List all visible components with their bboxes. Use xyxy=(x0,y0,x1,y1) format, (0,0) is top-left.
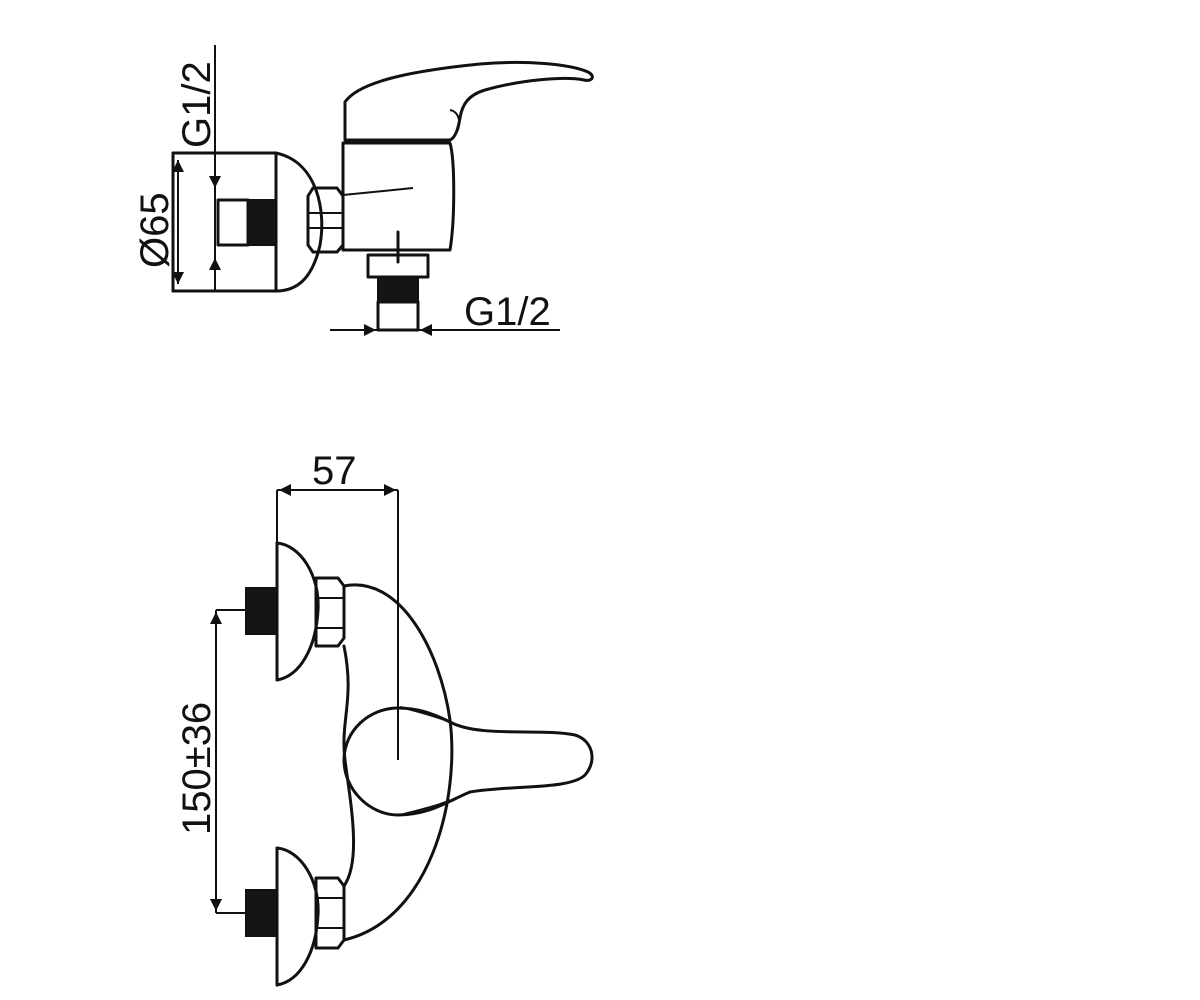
side-inlet-nut xyxy=(247,199,277,246)
front-lever-handle xyxy=(342,706,594,817)
side-outlet-pipe xyxy=(376,300,420,332)
side-inlet-pipe xyxy=(216,198,250,247)
front-lower-inlet-nut xyxy=(245,889,278,937)
side-body-detail-line xyxy=(342,187,414,196)
side-escutcheon-dome xyxy=(274,151,324,293)
front-lower-escutcheon-dome xyxy=(275,846,320,987)
side-lever-handle xyxy=(343,60,594,142)
side-thread-top-label: G1/2 xyxy=(175,61,219,148)
front-lever-detail-top xyxy=(399,706,451,723)
side-view: G1/2 Ø65 G1/2 xyxy=(133,45,594,336)
side-hex-nut xyxy=(306,186,345,254)
front-lower-hex-nut xyxy=(314,876,346,950)
front-center-distance-label: 150±36 xyxy=(175,702,219,835)
front-upper-hex-nut xyxy=(314,576,346,648)
side-outlet-thread xyxy=(377,276,419,303)
front-upper-inlet-nut xyxy=(245,587,278,635)
side-thread-bottom-label: G1/2 xyxy=(464,290,551,334)
front-lever-detail-bottom xyxy=(399,799,451,816)
side-mixer-body xyxy=(341,141,456,252)
front-view: 57 150±36 xyxy=(175,449,594,987)
side-diameter-label: Ø65 xyxy=(133,192,177,268)
front-width-label: 57 xyxy=(312,449,357,493)
front-upper-escutcheon-dome xyxy=(275,541,320,682)
side-lever-cap xyxy=(449,109,461,136)
